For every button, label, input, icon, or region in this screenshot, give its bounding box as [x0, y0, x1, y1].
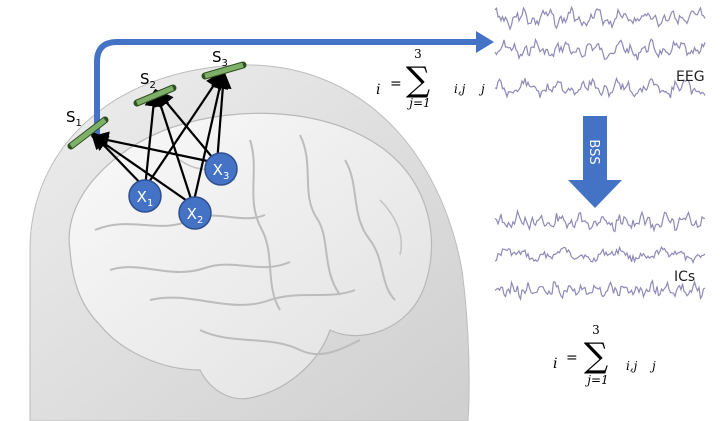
formula-bottom-lhs: i: [553, 356, 557, 372]
brain: [68, 112, 433, 400]
formula-top: i = 3 ∑ j=1 i,j j: [376, 47, 485, 110]
sensor-s3: S3: [201, 48, 247, 80]
formula-bottom-eq: =: [566, 350, 578, 366]
bss-label: BSS: [586, 139, 601, 164]
formula-bottom: i = 3 ∑ j=1 i,j j: [553, 323, 656, 387]
ic-trace-2: [494, 245, 706, 265]
eeg-label: EEG: [676, 69, 705, 85]
source-x2: X2: [178, 196, 212, 230]
mixing-lines: [90, 70, 232, 206]
formula-bottom-var: j: [649, 359, 656, 373]
formula-bottom-lower: j=1: [584, 373, 608, 387]
forward-arrow: [94, 39, 478, 143]
eeg-traces: [494, 5, 706, 99]
formula-top-sub: i,j: [454, 82, 466, 96]
eeg-trace-2: [494, 37, 706, 61]
formula-top-upper: 3: [414, 47, 422, 61]
formula-top-var: j: [478, 82, 485, 96]
source-x3: X3: [204, 152, 238, 186]
sensor-label-s2: S2: [140, 70, 156, 91]
forward-arrow-head: [476, 31, 494, 53]
formula-top-eq: =: [390, 76, 402, 92]
source-x1: X1: [128, 179, 162, 213]
eeg-trace-3: [494, 76, 706, 99]
formula-top-sigma: ∑: [406, 60, 430, 100]
bss-arrow: BSS: [568, 116, 622, 208]
formula-bottom-upper: 3: [592, 323, 600, 337]
formula-bottom-sub: i,j: [626, 359, 638, 373]
formula-top-lhs: i: [376, 82, 380, 98]
ics-label: ICs: [674, 269, 695, 285]
formula-bottom-sigma: ∑: [584, 336, 608, 376]
sensor-label-s1: S1: [66, 108, 82, 129]
ic-trace-1: [494, 208, 705, 233]
formula-top-lower: j=1: [406, 96, 430, 110]
ic-traces: [494, 208, 706, 302]
ic-trace-3: [494, 279, 706, 302]
eeg-trace-1: [494, 5, 706, 32]
sensor-label-s3: S3: [212, 48, 228, 69]
